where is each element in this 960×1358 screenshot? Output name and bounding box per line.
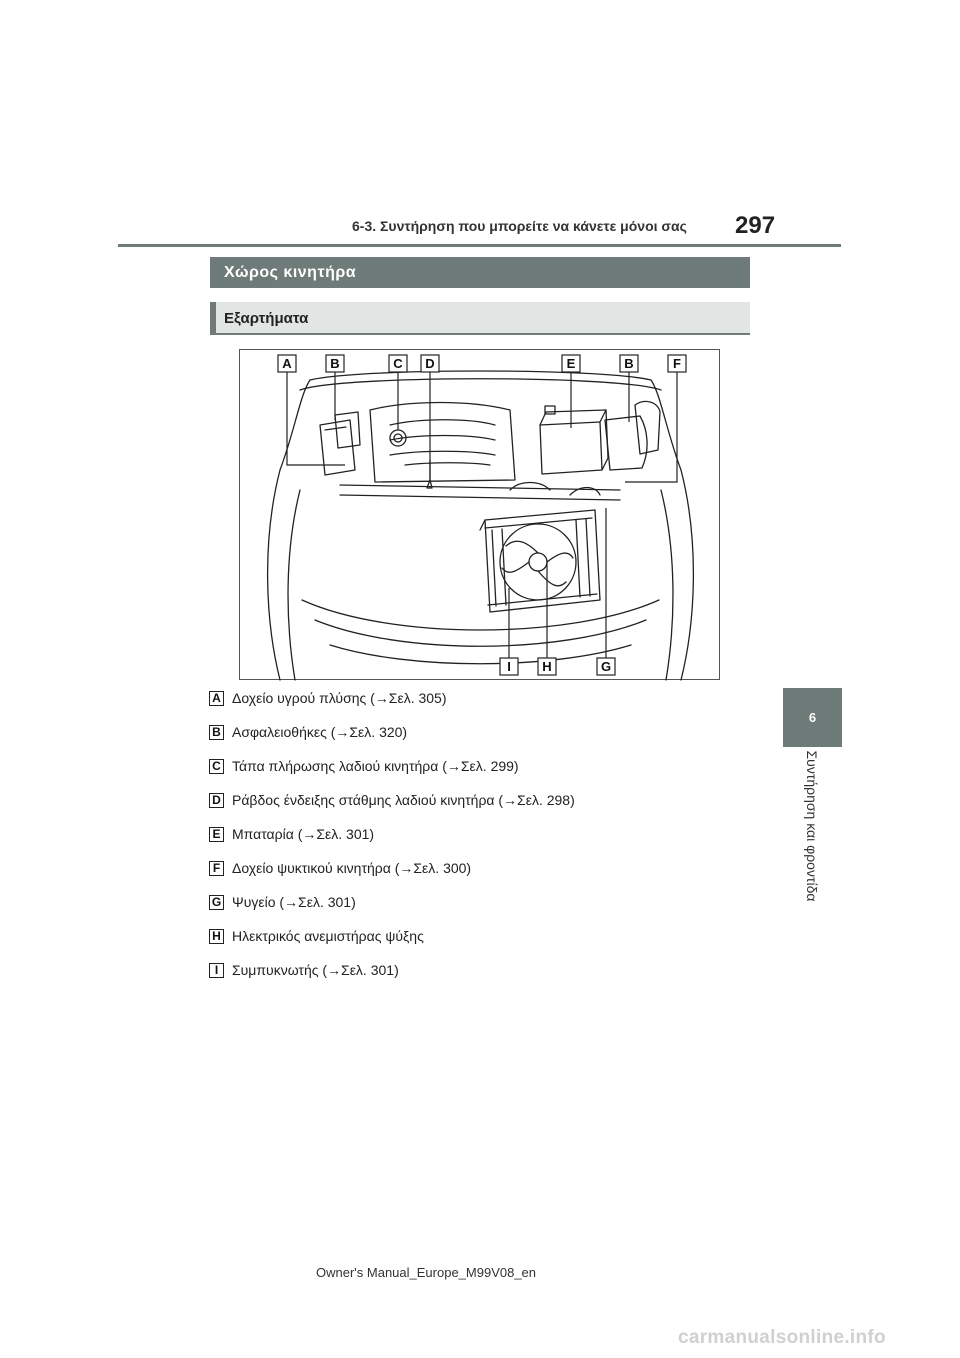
callout-b-right: B	[624, 356, 633, 371]
legend-letter: I	[209, 962, 224, 978]
subsection-heading: Εξαρτήματα	[210, 302, 750, 335]
engine-compartment-figure: A B C D E B F I H G	[239, 349, 720, 681]
legend-letter: F	[209, 860, 224, 876]
legend-text: Ράβδος ένδειξης στάθμης λαδιού κινητήρα …	[232, 792, 575, 808]
legend-item: F Δοχείο ψυκτικού κινητήρα (→Σελ. 300)	[209, 858, 471, 878]
legend-letter: H	[209, 928, 224, 944]
callout-g: G	[601, 659, 611, 674]
legend-item: I Συμπυκνωτής (→Σελ. 301)	[209, 960, 399, 980]
chapter-tab: 6	[783, 688, 842, 747]
legend-item: E Μπαταρία (→Σελ. 301)	[209, 824, 374, 844]
legend-letter: E	[209, 826, 224, 842]
running-header-title: 6-3. Συντήρηση που μπορείτε να κάνετε μό…	[352, 218, 687, 234]
legend-text: Ασφαλειοθήκες (→Σελ. 320)	[232, 724, 408, 740]
legend-text: Συμπυκνωτής (→Σελ. 301)	[232, 962, 399, 978]
callout-c: C	[393, 356, 403, 371]
callout-b-left: B	[330, 356, 339, 371]
callout-a: A	[282, 356, 292, 371]
legend-letter: A	[209, 690, 224, 706]
chapter-title-text: Συντήρηση και φροντίδα	[804, 750, 820, 902]
legend-letter: C	[209, 758, 224, 774]
callout-h: H	[542, 659, 551, 674]
legend-item: C Τάπα πλήρωσης λαδιού κινητήρα (→Σελ. 2…	[209, 756, 519, 776]
legend-letter: B	[209, 724, 224, 740]
legend-text: Μπαταρία (→Σελ. 301)	[232, 826, 375, 842]
legend-item: B Ασφαλειοθήκες (→Σελ. 320)	[209, 722, 407, 742]
watermark: carmanualsonline.info	[678, 1327, 886, 1348]
legend-letter: G	[209, 894, 224, 910]
callout-e: E	[567, 356, 576, 371]
legend-text: Ηλεκτρικός ανεμιστήρας ψύξης	[232, 928, 424, 944]
legend-text: Τάπα πλήρωσης λαδιού κινητήρα (→Σελ. 299…	[232, 758, 519, 774]
legend-text: Δοχείο υγρού πλύσης (→Σελ. 305)	[232, 690, 447, 706]
page-number: 297	[735, 212, 776, 239]
callout-d: D	[425, 356, 434, 371]
header-divider	[118, 244, 841, 247]
legend-item: H Ηλεκτρικός ανεμιστήρας ψύξης	[209, 926, 424, 946]
legend-item: D Ράβδος ένδειξης στάθμης λαδιού κινητήρ…	[209, 790, 575, 810]
legend-letter: D	[209, 792, 224, 808]
engine-illustration: A B C D E B F I H G	[266, 354, 695, 681]
footer-text: Owner's Manual_Europe_M99V08_en	[316, 1265, 537, 1280]
legend-text: Δοχείο ψυκτικού κινητήρα (→Σελ. 300)	[232, 860, 472, 876]
callout-f: F	[673, 356, 681, 371]
legend-item: A Δοχείο υγρού πλύσης (→Σελ. 305)	[209, 688, 447, 708]
legend-text: Ψυγείο (→Σελ. 301)	[232, 894, 356, 910]
section-heading: Χώρος κινητήρα	[210, 257, 750, 288]
callout-i: I	[507, 659, 511, 674]
legend-item: G Ψυγείο (→Σελ. 301)	[209, 892, 356, 912]
